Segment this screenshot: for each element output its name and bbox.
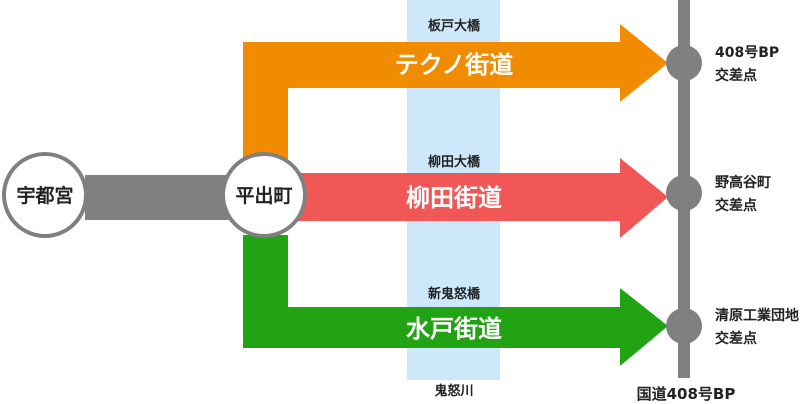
dest-label-techno-line1: 408号BP	[715, 45, 779, 61]
route-yanagita-arrow	[290, 158, 668, 238]
route-name-yanagita: 柳田街道	[406, 184, 502, 212]
dest-label-techno-line2: 交差点	[715, 67, 757, 84]
bridge-label-shinkinu: 新鬼怒橋	[428, 286, 481, 302]
dest-dot-techno	[666, 45, 702, 81]
dest-dot-yanagita	[666, 175, 702, 211]
river-label: 鬼怒川	[434, 383, 473, 399]
dest-dot-mito	[666, 308, 702, 344]
bridge-label-yanagita: 柳田大橋	[428, 154, 481, 170]
dest-label-mito-line2: 交差点	[715, 330, 757, 347]
connector-bar	[85, 175, 245, 220]
dest-label-yanagita-line2: 交差点	[715, 197, 757, 214]
route-name-techno: テクノ街道	[395, 51, 514, 79]
node-utsunomiya	[2, 152, 88, 238]
route-name-mito: 水戸街道	[406, 315, 502, 343]
route-mito-arrow	[243, 235, 668, 366]
node-hiraidecho	[221, 152, 307, 238]
dest-label-yanagita-line1: 野高谷町	[715, 174, 771, 191]
national-road-label: 国道408号BP	[637, 385, 736, 403]
bridge-label-itado: 板戸大橋	[428, 18, 481, 34]
route-techno-arrow	[243, 24, 668, 160]
node-hiraidecho-label: 平出町	[235, 184, 292, 207]
dest-label-mito-line1: 清原工業団地	[715, 307, 799, 324]
node-utsunomiya-label: 宇都宮	[16, 184, 73, 207]
